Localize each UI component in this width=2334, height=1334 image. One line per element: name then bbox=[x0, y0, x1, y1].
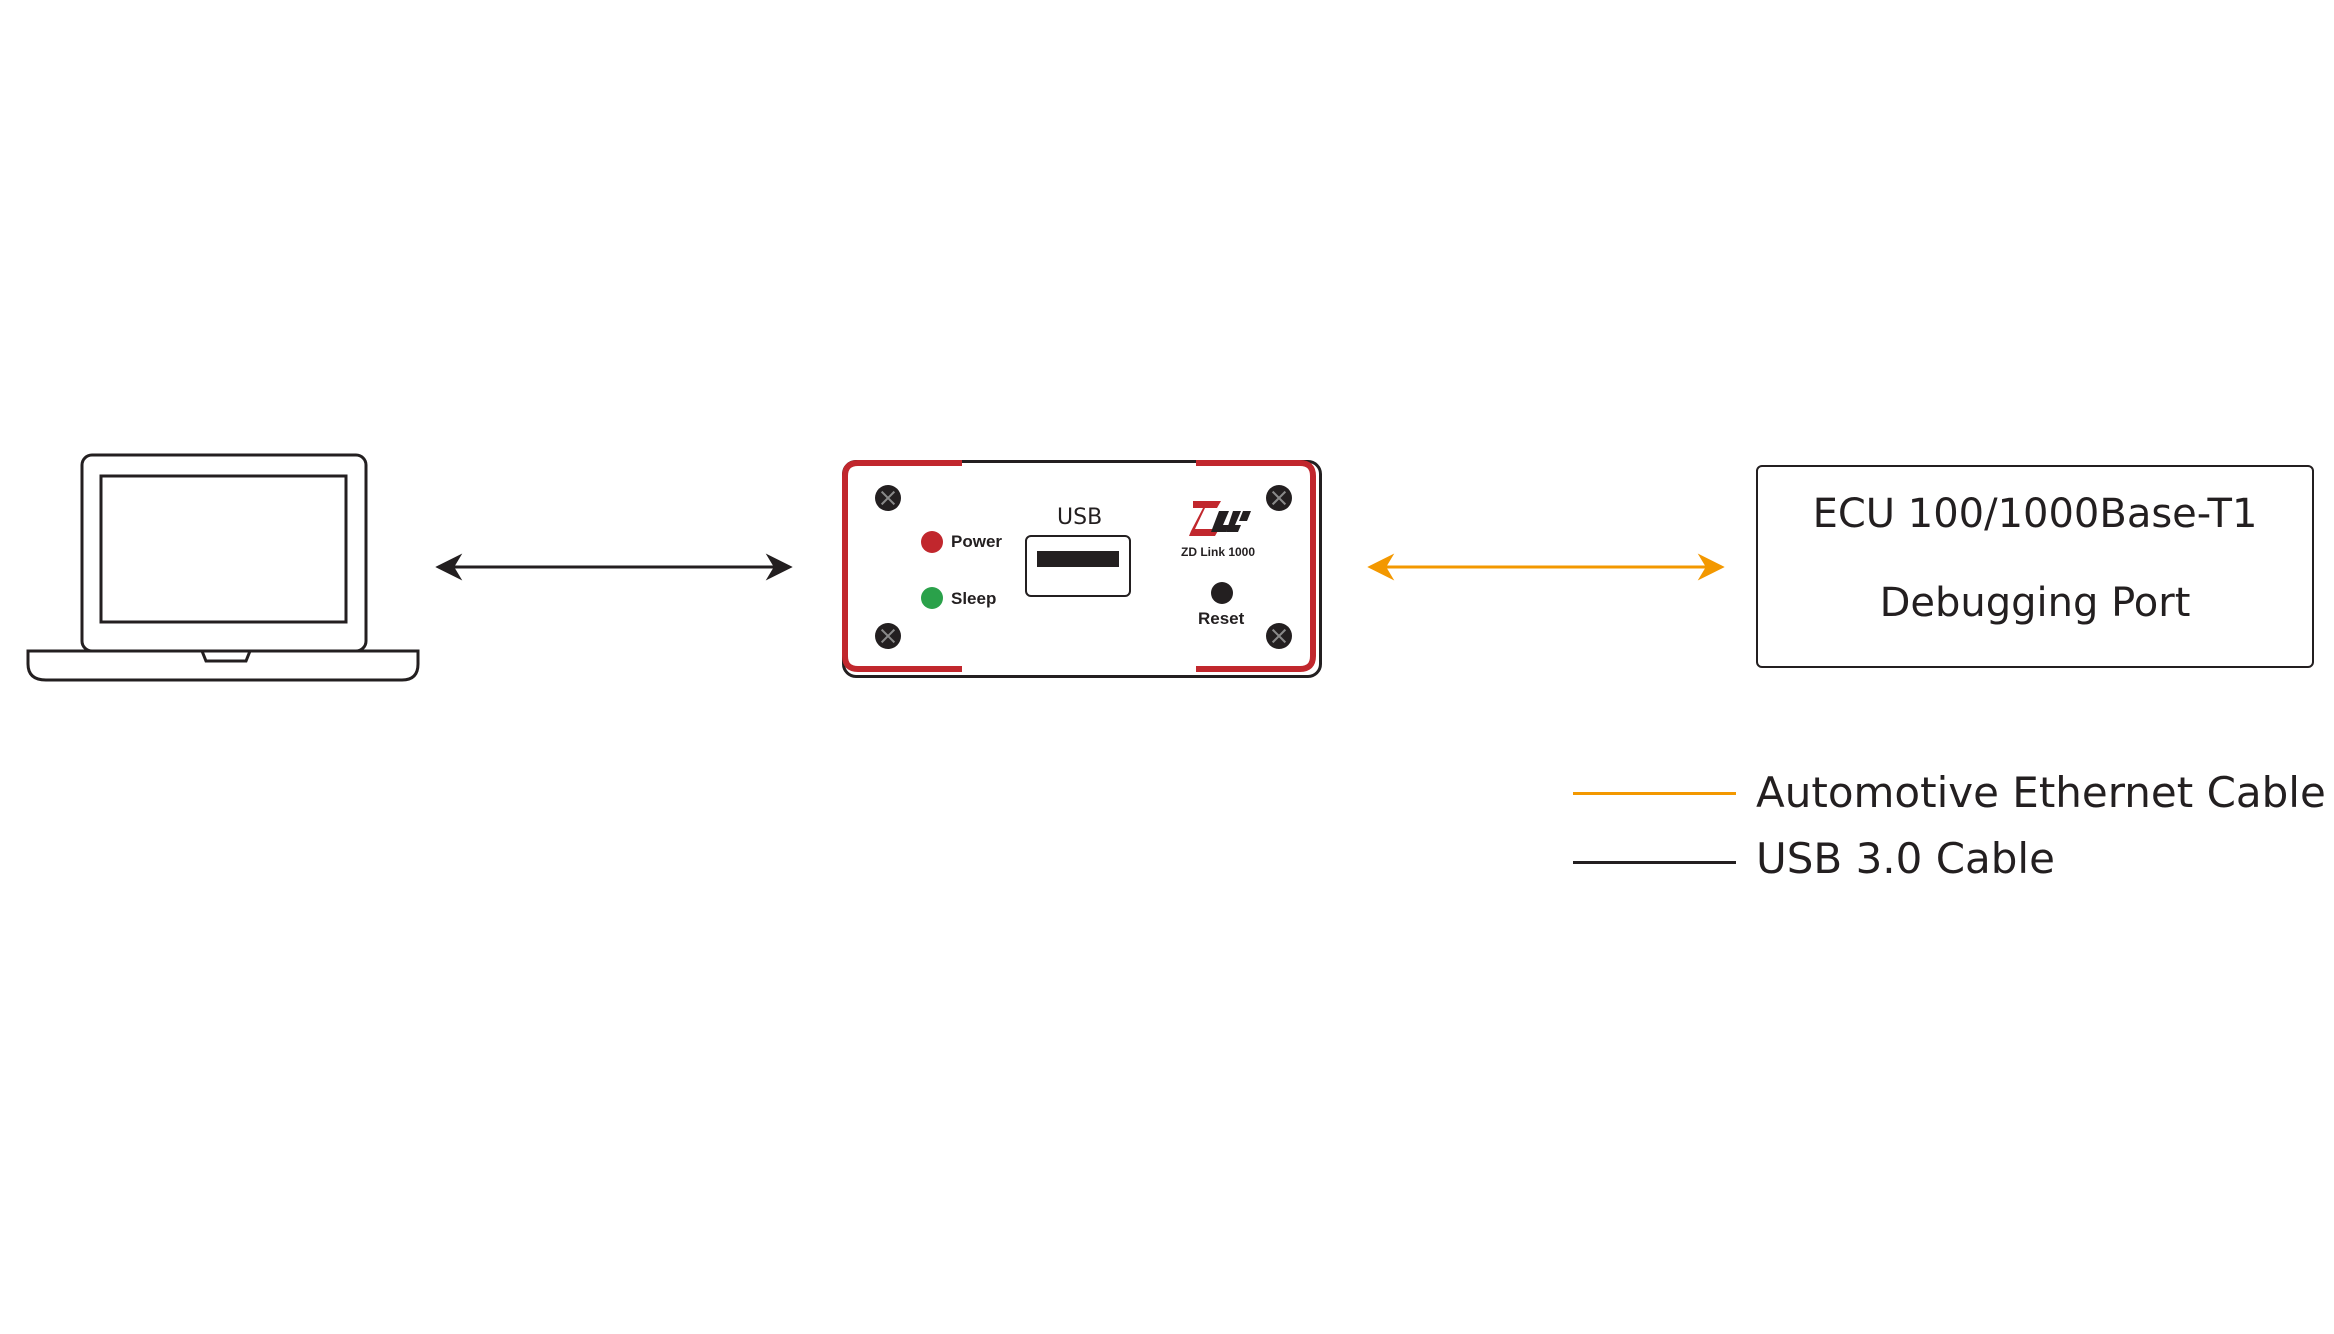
legend-usb-label: USB 3.0 Cable bbox=[1756, 834, 2055, 883]
power-label: Power bbox=[951, 532, 1003, 551]
ecu-debugging-port-box: ECU 100/1000Base-T1 Debugging Port bbox=[1756, 465, 2314, 668]
usb-port-label: USB bbox=[1057, 505, 1103, 530]
legend-usb-swatch bbox=[1573, 861, 1736, 864]
screw-bottom-right-icon bbox=[1266, 623, 1292, 649]
screw-bottom-left-icon bbox=[875, 623, 901, 649]
legend-ethernet-swatch bbox=[1573, 792, 1736, 795]
laptop-lid bbox=[80, 453, 368, 653]
reset-button bbox=[1211, 582, 1233, 604]
device-red-corners bbox=[842, 460, 1316, 672]
laptop-base bbox=[26, 649, 420, 682]
screw-top-right-icon bbox=[1266, 485, 1292, 511]
zlg-logo-icon bbox=[1189, 501, 1251, 536]
laptop-screen bbox=[99, 474, 348, 624]
ecu-title-line1: ECU 100/1000Base-T1 bbox=[1812, 491, 2258, 537]
legend-ethernet-label: Automotive Ethernet Cable bbox=[1756, 768, 2326, 817]
ecu-title-line2: Debugging Port bbox=[1879, 580, 2191, 626]
reset-label: Reset bbox=[1198, 609, 1245, 628]
zd-link-device: Power Sleep USB ZD Link 1000 Reset bbox=[842, 460, 1322, 678]
power-led bbox=[921, 531, 943, 553]
laptop-notch bbox=[200, 650, 252, 663]
usb-port bbox=[1025, 535, 1131, 597]
brand-text: ZD Link 1000 bbox=[1181, 545, 1256, 559]
sleep-label: Sleep bbox=[951, 589, 997, 608]
screw-top-left-icon bbox=[875, 485, 901, 511]
usb-slot bbox=[1037, 551, 1119, 567]
sleep-led bbox=[921, 587, 943, 609]
